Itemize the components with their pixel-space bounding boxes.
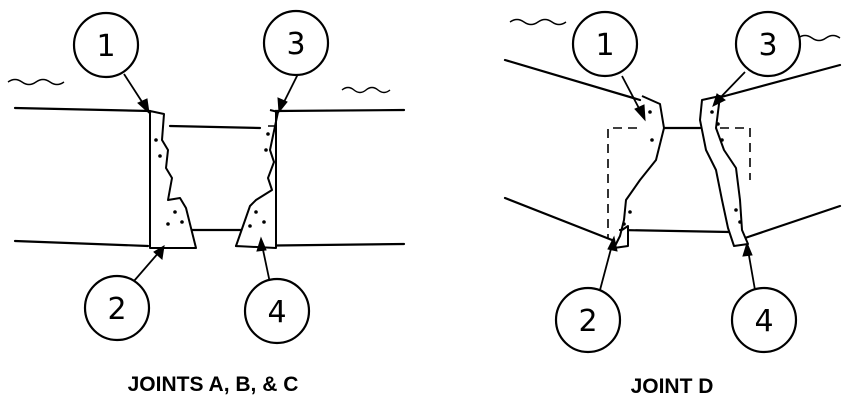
- left-leader-2: [133, 250, 161, 282]
- right-arrowhead-3: [712, 93, 726, 107]
- right-leader-3: [717, 71, 746, 101]
- right-piece-a: [613, 95, 665, 249]
- right-lower-line: [503, 196, 614, 242]
- svg-text:2: 2: [107, 292, 126, 327]
- callout-2: 2: [83, 274, 151, 342]
- svg-text:2: 2: [578, 304, 597, 339]
- right-panel: 1 3 2 4: [503, 10, 842, 354]
- left-water-wave: [7, 78, 65, 86]
- caption-joints-abc: JOINTS A, B, & C: [127, 373, 299, 396]
- left-upper-line: [273, 108, 406, 113]
- right-leader-2: [599, 244, 613, 291]
- right-piece-dashed-outline: [720, 127, 751, 180]
- caption-joint-d: JOINT D: [630, 375, 714, 398]
- right-stipple: [622, 110, 742, 226]
- svg-text:4: 4: [754, 304, 773, 339]
- left-stipple: [154, 132, 270, 228]
- left-gap-top-line: [168, 124, 262, 130]
- left-arrowhead-1: [137, 98, 150, 115]
- callout-4: 4: [730, 286, 798, 354]
- callout-3: 3: [262, 9, 330, 77]
- right-lower-line: [743, 204, 842, 240]
- callout-4: 4: [243, 277, 311, 345]
- left-arrowhead-2: [153, 245, 165, 260]
- svg-text:4: 4: [267, 295, 286, 330]
- right-water-wave: [509, 18, 567, 26]
- left-panel: 1 3 2 4: [7, 9, 406, 345]
- right-upper-line: [708, 63, 842, 102]
- left-arrowhead-3: [277, 97, 288, 114]
- svg-text:3: 3: [758, 28, 777, 63]
- left-upper-line: [13, 106, 152, 113]
- svg-text:1: 1: [96, 29, 115, 64]
- left-piece-b: [235, 109, 279, 249]
- left-lower-line: [13, 239, 150, 248]
- right-arrowhead-4: [742, 241, 753, 257]
- callout-1: 1: [72, 11, 140, 79]
- left-water-wave: [341, 86, 391, 94]
- right-gap-bottom-line: [618, 228, 732, 234]
- right-upper-line: [503, 58, 642, 102]
- callout-1: 1: [571, 10, 639, 78]
- left-arrowhead-4: [256, 236, 267, 252]
- right-arrowhead-1: [634, 104, 646, 122]
- callout-3: 3: [734, 10, 802, 78]
- right-leader-4: [747, 249, 756, 291]
- right-arrowhead-2: [607, 235, 618, 252]
- svg-text:3: 3: [286, 27, 305, 62]
- left-leader-4: [261, 244, 271, 284]
- callout-2: 2: [554, 286, 622, 354]
- svg-text:1: 1: [595, 28, 614, 63]
- left-piece-a: [149, 110, 197, 249]
